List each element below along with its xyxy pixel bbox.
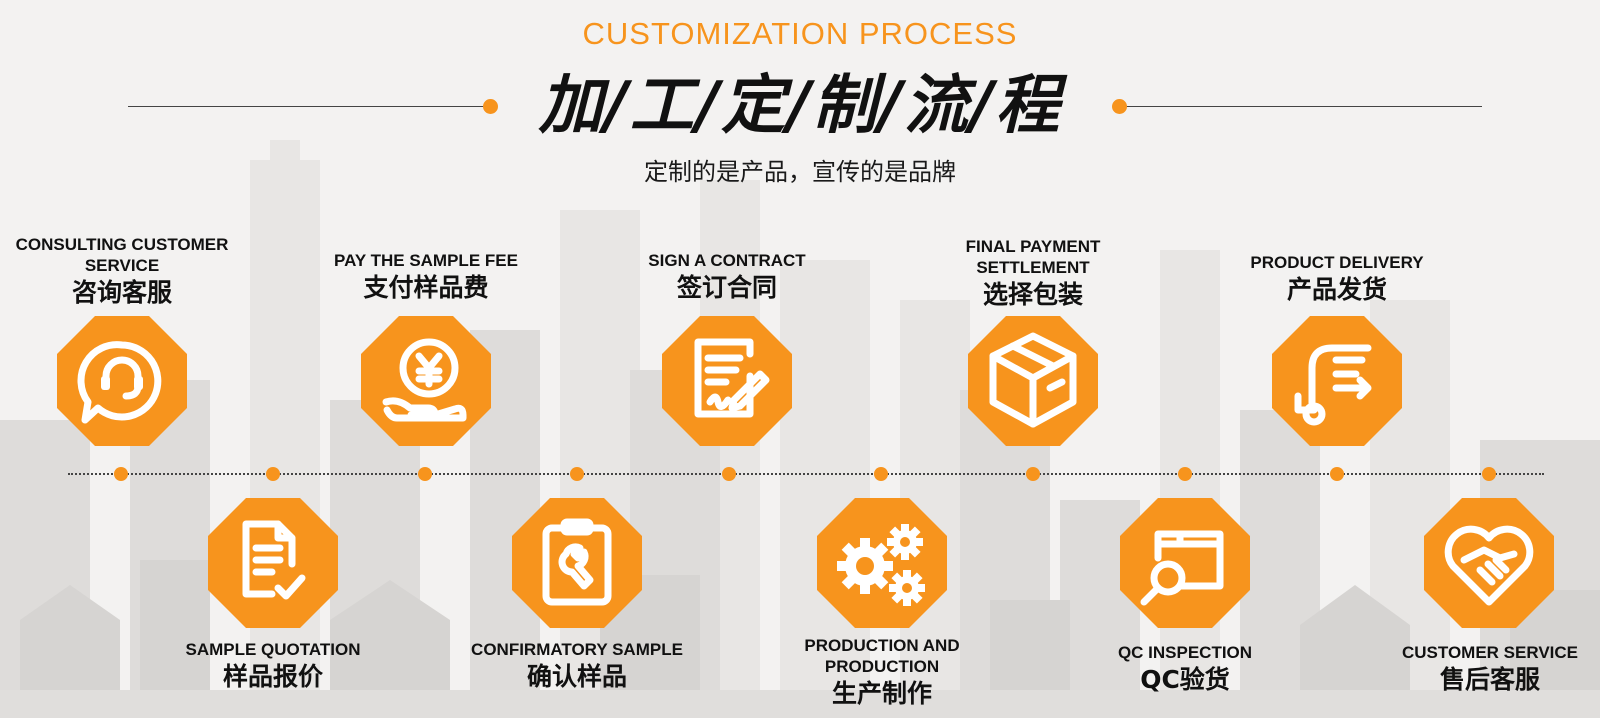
step-label-en: CONFIRMATORY SAMPLE [471,640,683,659]
timeline-dot [1482,467,1496,481]
yen-coin-hand-icon [361,316,491,446]
step-label-cn: 签订合同 [676,273,777,302]
section-subtitle: CUSTOMIZATION PROCESS [582,16,1018,51]
step-label-cn: 样品报价 [222,662,323,691]
box-magnifier-icon [1120,498,1250,628]
step-label-cn: 选择包装 [982,280,1083,309]
timeline-dot [570,467,584,481]
step-label-en: FINAL PAYMENT SETTLEMENT [965,237,1101,277]
step-confirmatory-sample: CONFIRMATORY SAMPLE 确认样品 [447,639,707,692]
gears-icon [817,498,947,628]
step-production-and-production: PRODUCTION AND PRODUCTION 生产制作 [752,635,1012,709]
timeline-dot [114,467,128,481]
step-label-cn: 确认样品 [526,662,627,691]
contract-pen-icon [662,316,792,446]
timeline-line [68,473,1544,475]
title-divider-left [128,106,490,107]
step-label-cn: 咨询客服 [71,278,172,307]
document-check-icon [208,498,338,628]
step-label-en: SAMPLE QUOTATION [185,640,361,659]
step-label-en: PRODUCT DELIVERY [1250,253,1424,272]
timeline-dot [266,467,280,481]
timeline-dot [418,467,432,481]
step-label-cn: 支付样品费 [363,273,489,302]
slogan: 定制的是产品，宣传的是品牌 [644,158,956,186]
timeline-dot [722,467,736,481]
step-final-payment-settlement: FINAL PAYMENT SETTLEMENT 选择包装 [903,236,1163,310]
step-product-delivery: PRODUCT DELIVERY 产品发货 [1207,252,1467,305]
timeline-dot [874,467,888,481]
headset-chat-icon [57,316,187,446]
step-label-cn: 产品发货 [1286,275,1387,304]
step-qc-inspection: QC INSPECTION QC验货 [1055,642,1315,695]
title-dot-right [1112,99,1127,114]
clipboard-wrench-icon [512,498,642,628]
timeline-dot [1330,467,1344,481]
step-label-en: PAY THE SAMPLE FEE [334,251,518,270]
step-customer-service: CUSTOMER SERVICE 售后客服 [1360,642,1600,695]
timeline-dot [1178,467,1192,481]
step-label-en: PRODUCTION AND PRODUCTION [804,636,960,676]
step-label-en: CUSTOMER SERVICE [1401,643,1579,662]
timeline-dot [1026,467,1040,481]
step-label-en: CONSULTING CUSTOMER SERVICE [15,235,229,275]
step-sign-a-contract: SIGN A CONTRACT 签订合同 [597,250,857,303]
package-box-icon [968,316,1098,446]
heart-handshake-icon [1424,498,1554,628]
step-pay-the-sample-fee: PAY THE SAMPLE FEE 支付样品费 [296,250,556,303]
title-divider-right [1120,106,1482,107]
step-label-cn: QC验货 [1140,665,1230,694]
delivery-trolley-icon [1272,316,1402,446]
step-label-cn: 生产制作 [831,679,932,708]
step-label-en: SIGN A CONTRACT [648,251,806,270]
step-consulting-customer-service: CONSULTING CUSTOMER SERVICE 咨询客服 [0,234,252,308]
step-label-cn: 售后客服 [1439,665,1540,694]
step-label-en: QC INSPECTION [1117,643,1253,662]
step-sample-quotation: SAMPLE QUOTATION 样品报价 [143,639,403,692]
page-title: 加/工/定/制/流/程 [538,69,1062,143]
title-dot-left [483,99,498,114]
